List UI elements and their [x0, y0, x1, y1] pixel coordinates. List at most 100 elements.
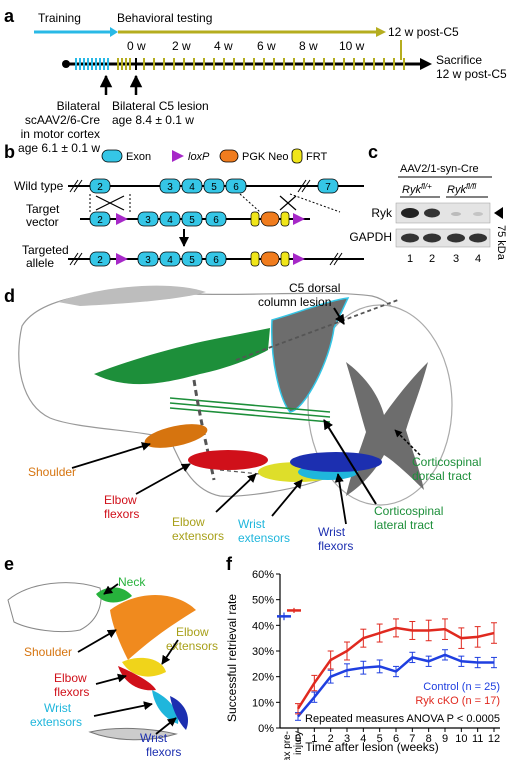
ryk-band-2 [424, 208, 440, 218]
wt-exon-2 [89, 178, 111, 194]
tv-exon-6-label: 6 [213, 215, 219, 226]
muscle-wrist-flexors [290, 452, 382, 472]
tract-dorsal-2: dorsal tract [412, 469, 472, 483]
pre-injury-line: injury [293, 731, 304, 755]
injection-line-3: in motor cortex [21, 127, 100, 141]
tract-lateral-2: lateral tract [374, 518, 434, 532]
genotype-1-sup: fl/+ [421, 182, 432, 191]
tv-exon-4 [159, 211, 181, 227]
tv-exon-3-label: 3 [145, 215, 151, 226]
muscle-label-1-0: Elbow [104, 493, 137, 507]
elbow-flex-pointer [95, 673, 127, 685]
muscle-label-3-1: extensors [238, 531, 290, 545]
neck-label: Neck [118, 575, 146, 589]
wt-exon-7 [317, 178, 339, 194]
shoulder-muscle [110, 594, 196, 660]
training-label: Training [38, 11, 81, 25]
x-tick-label: 5 [377, 733, 383, 745]
wt-exon-2-label: 2 [97, 182, 103, 193]
y-axis-label: Successful retrieval rate [225, 594, 239, 722]
wt-exon-3 [159, 178, 181, 194]
dorsal-tract [94, 328, 270, 385]
legend-loxp-swatch [172, 150, 184, 162]
x-tick-label: 1 [311, 733, 317, 745]
muscle-pointer-1 [135, 463, 191, 495]
x-tick-label: 12 [488, 733, 500, 745]
y-tick-label: 40% [252, 620, 274, 632]
lane-4: 4 [475, 253, 481, 265]
legend-frt-swatch [291, 148, 303, 164]
injection-line-2: scAAV2/6-Cre [25, 113, 100, 127]
ta-frt-1 [250, 251, 260, 267]
shoulder-label: Shoulder [24, 645, 72, 659]
gapdh-blot [395, 228, 491, 248]
hom-cross-2 [95, 195, 125, 211]
tv-exon-3 [137, 211, 159, 227]
elbow-ext-label-1: Elbow [176, 625, 209, 639]
gapdh-band-4 [469, 233, 487, 243]
muscle-label-2-0: Elbow [172, 515, 205, 529]
legend-exon-swatch [101, 149, 123, 163]
ryk-band-1 [401, 208, 419, 218]
legend-frt-label: FRT [306, 151, 327, 163]
training-ticks [75, 58, 109, 70]
ta-exon-3-label: 3 [145, 255, 151, 266]
tv-exon-5-label: 5 [189, 215, 195, 226]
lane-1: 1 [407, 253, 413, 265]
wt-exon-4-label: 4 [189, 182, 195, 193]
elbow-flex-label-2: flexors [54, 685, 89, 699]
muscle-label-3-0: Wrist [238, 517, 266, 531]
lesion-label-2: column lesion [258, 295, 331, 309]
panel-label-e: e [4, 554, 14, 574]
ta-exon-2 [89, 251, 111, 267]
ta-exon-3 [137, 251, 159, 267]
wrist-ext-label-2: extensors [30, 715, 82, 729]
genotype-2: Rykfl/fl [447, 182, 476, 196]
muscle-pointer-0 [71, 442, 151, 469]
pre-injury-label: Max pre-injury [282, 731, 304, 760]
legend-neo-label: PGK Neo [242, 151, 288, 163]
muscle-shoulder [144, 424, 208, 448]
kda-marker-arrow [494, 207, 503, 219]
x-tick-label: 9 [442, 733, 448, 745]
y-tick-label: 60% [252, 569, 274, 581]
tv-exon-6 [205, 211, 227, 227]
wt-exon-6-label: 6 [233, 182, 239, 193]
tv-loxp-2 [293, 213, 305, 225]
muscle-label-2-1: extensors [172, 529, 224, 543]
y-tick-label: 0% [258, 723, 274, 735]
x-tick-label: 4 [360, 733, 366, 745]
wrist-extensor-muscle [152, 690, 179, 724]
post-c5-top-label: 12 w post-C5 [388, 25, 459, 39]
wt-exon-5-label: 5 [211, 182, 217, 193]
ta-break-r1 [329, 252, 339, 266]
y-tick-label: 20% [252, 672, 274, 684]
training-arrow-head [110, 27, 118, 37]
panel-b-targeting: Exon loxP PGK Neo FRT Wild type Target v… [14, 148, 364, 270]
ta-exon-2-label: 2 [97, 255, 103, 266]
timeline-arrow-head [420, 58, 432, 70]
muscle-label-0-0: Shoulder [28, 465, 76, 479]
muscle-pointer-2 [215, 473, 257, 513]
cord-dash-top [235, 299, 399, 361]
ryk-blot [395, 202, 491, 224]
hom-cross-4 [279, 195, 297, 211]
tv-loxp-1 [116, 213, 128, 225]
genotype-1-base: Ryk [402, 184, 421, 196]
wrist-ext-pointer [93, 701, 153, 717]
wt-exon-7-label: 7 [325, 182, 331, 193]
anova-annotation: Repeated measures ANOVA P < 0.0005 [305, 713, 500, 725]
muscle-label-1-1: flexors [104, 507, 139, 521]
week-8-label: 8 w [299, 39, 318, 53]
ta-exon-6-label: 6 [213, 255, 219, 266]
sacrifice-label: Sacrifice [436, 53, 482, 67]
behavioral-arrow-head [376, 27, 386, 37]
lesion-line-1: Bilateral C5 lesion [112, 99, 209, 113]
panel-a-timeline: Training Behavioral testing 12 w post-C5… [18, 11, 507, 155]
wrist-flex-label-2: flexors [146, 745, 181, 759]
y-tick-label: 10% [252, 697, 274, 709]
ta-exon-6 [205, 251, 227, 267]
wt-exon-6 [225, 178, 247, 194]
tv-frt-1 [250, 211, 260, 227]
wt-break-r2 [301, 179, 311, 193]
